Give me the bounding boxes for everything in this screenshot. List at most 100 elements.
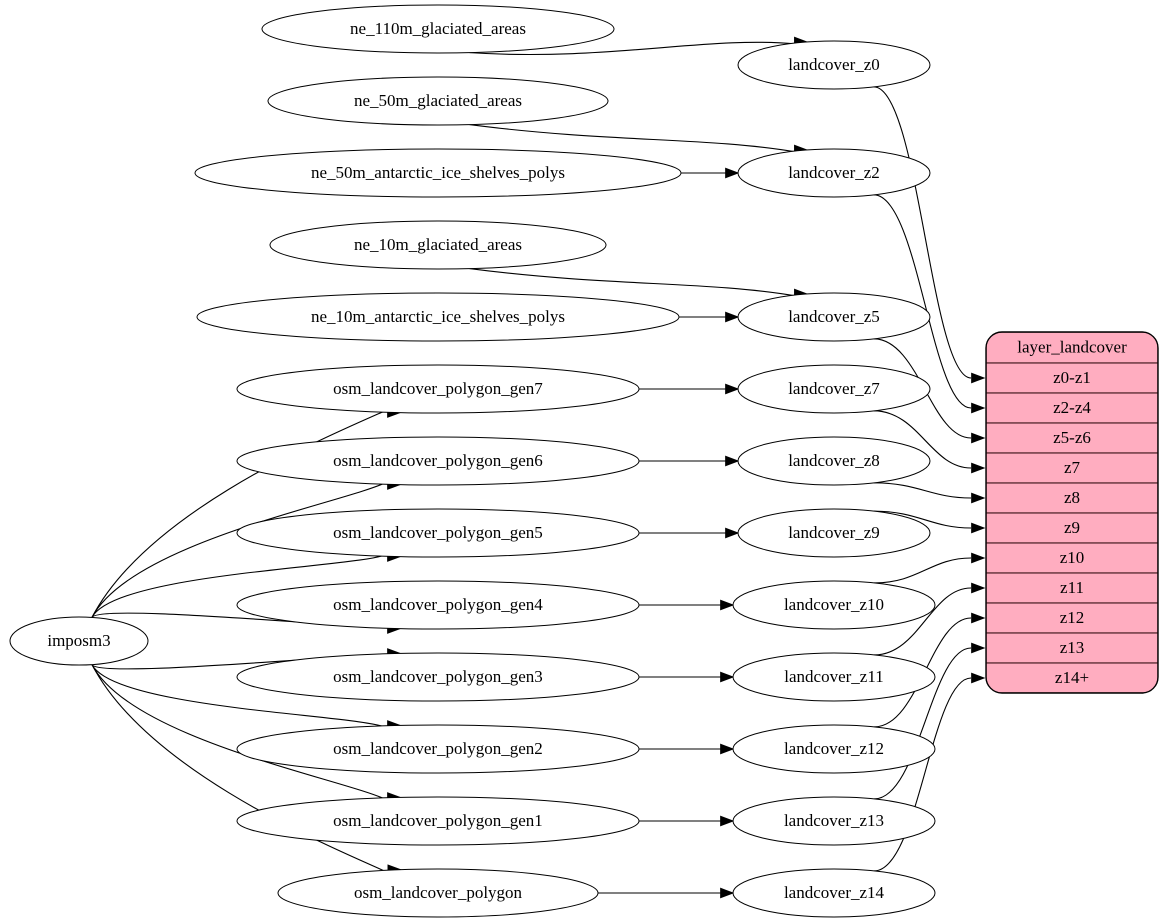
node-imposm3[interactable]: imposm3 xyxy=(9,616,149,666)
edge-landcover_z8-to-z8 xyxy=(873,482,972,499)
node-shape-landcover_z14 xyxy=(732,868,936,918)
node-ne_50m_glaciated_areas[interactable]: ne_50m_glaciated_areas xyxy=(267,76,609,126)
node-osm_landcover_polygon_gen1[interactable]: osm_landcover_polygon_gen1 xyxy=(236,796,640,846)
edge-ne_10m_antarctic_ice_shelves_polys-to-landcover_z5-arrowhead xyxy=(725,311,740,323)
edge-landcover_z12-to-z12-arrowhead xyxy=(971,612,986,624)
node-shape-osm_landcover_polygon_gen4 xyxy=(236,580,640,630)
node-label-osm_landcover_polygon_gen6: osm_landcover_polygon_gen6 xyxy=(333,451,543,470)
edge-osm_landcover_polygon_gen5-to-landcover_z9-arrowhead xyxy=(725,527,740,539)
node-ne_10m_antarctic_ice_shelves_polys[interactable]: ne_10m_antarctic_ice_shelves_polys xyxy=(196,292,680,342)
node-ne_50m_antarctic_ice_shelves_polys[interactable]: ne_50m_antarctic_ice_shelves_polys xyxy=(194,148,682,198)
node-osm_landcover_polygon_gen7[interactable]: osm_landcover_polygon_gen7 xyxy=(236,364,640,414)
edge-imposm3-to-osm_landcover_polygon_gen5 xyxy=(91,553,389,618)
node-landcover_z8[interactable]: landcover_z8 xyxy=(737,436,931,486)
table-row-label-z10: z10 xyxy=(1060,548,1085,567)
node-osm_landcover_polygon_gen4[interactable]: osm_landcover_polygon_gen4 xyxy=(236,580,640,630)
node-landcover_z11[interactable]: landcover_z11 xyxy=(732,652,936,702)
edge-landcover_z5-to-z5-z6-arrowhead xyxy=(971,432,986,444)
node-shape-ne_10m_glaciated_areas xyxy=(269,220,607,270)
node-ne_110m_glaciated_areas[interactable]: ne_110m_glaciated_areas xyxy=(261,4,615,54)
node-label-landcover_z13: landcover_z13 xyxy=(784,811,884,830)
node-osm_landcover_polygon_gen2[interactable]: osm_landcover_polygon_gen2 xyxy=(236,724,640,774)
node-label-landcover_z5: landcover_z5 xyxy=(788,307,880,326)
node-label-ne_50m_glaciated_areas: ne_50m_glaciated_areas xyxy=(354,91,522,110)
node-landcover_z7[interactable]: landcover_z7 xyxy=(737,364,931,414)
edge-osm_landcover_polygon-to-landcover_z14-arrowhead xyxy=(720,887,735,899)
node-label-ne_50m_antarctic_ice_shelves_polys: ne_50m_antarctic_ice_shelves_polys xyxy=(311,163,565,182)
node-shape-osm_landcover_polygon_gen1 xyxy=(236,796,640,846)
node-landcover_z14[interactable]: landcover_z14 xyxy=(732,868,936,918)
node-landcover_z12[interactable]: landcover_z12 xyxy=(732,724,936,774)
node-shape-osm_landcover_polygon_gen3 xyxy=(236,652,640,702)
edge-landcover_z14-to-z14+-arrowhead xyxy=(971,672,986,684)
node-label-osm_landcover_polygon_gen2: osm_landcover_polygon_gen2 xyxy=(333,739,543,758)
table-row-z7[interactable] xyxy=(986,452,1158,484)
node-osm_landcover_polygon_gen6[interactable]: osm_landcover_polygon_gen6 xyxy=(236,436,640,486)
node-shape-ne_50m_glaciated_areas xyxy=(267,76,609,126)
edge-imposm3-to-osm_landcover_polygon xyxy=(91,664,389,874)
edge-landcover_z11-to-z11-arrowhead xyxy=(971,582,986,594)
edge-landcover_z10-to-z10 xyxy=(874,557,972,584)
node-shape-landcover_z2 xyxy=(737,148,931,198)
table-row-z12[interactable] xyxy=(986,602,1158,634)
node-landcover_z2[interactable]: landcover_z2 xyxy=(737,148,931,198)
layer-landcover-table: layer_landcoverz0-z1z2-z4z5-z6z7z8z9z10z… xyxy=(985,331,1159,694)
edge-landcover_z2-to-z2-z4-arrowhead xyxy=(971,402,986,414)
edge-landcover_z9-to-z9-arrowhead xyxy=(971,522,986,534)
edge-landcover_z0-to-z0-z1-arrowhead xyxy=(971,372,986,384)
table-row-label-z11: z11 xyxy=(1060,578,1084,597)
node-label-landcover_z9: landcover_z9 xyxy=(788,523,880,542)
node-label-landcover_z8: landcover_z8 xyxy=(788,451,880,470)
edge-ne_10m_glaciated_areas-to-landcover_z5 xyxy=(469,268,797,297)
node-shape-osm_landcover_polygon_gen5 xyxy=(236,508,640,558)
table-row-label-z0-z1: z0-z1 xyxy=(1053,368,1091,387)
node-shape-osm_landcover_polygon_gen2 xyxy=(236,724,640,774)
node-shape-ne_110m_glaciated_areas xyxy=(261,4,615,54)
node-landcover_z9[interactable]: landcover_z9 xyxy=(737,508,931,558)
node-landcover_z13[interactable]: landcover_z13 xyxy=(732,796,936,846)
node-shape-osm_landcover_polygon xyxy=(277,868,599,918)
table-row-label-z9: z9 xyxy=(1064,518,1080,537)
edge-ne_110m_glaciated_areas-to-landcover_z0 xyxy=(469,41,796,56)
table-row-z9[interactable] xyxy=(986,512,1158,544)
node-ne_10m_glaciated_areas[interactable]: ne_10m_glaciated_areas xyxy=(269,220,607,270)
edge-osm_landcover_polygon_gen7-to-landcover_z7-arrowhead xyxy=(725,383,740,395)
node-shape-landcover_z0 xyxy=(737,40,931,90)
node-shape-landcover_z5 xyxy=(737,292,931,342)
node-label-osm_landcover_polygon_gen1: osm_landcover_polygon_gen1 xyxy=(333,811,543,830)
nodes-layer: imposm3 ne_110m_glaciated_areas ne_50m_gla… xyxy=(9,4,936,918)
table-row-z5-z6[interactable] xyxy=(986,422,1158,454)
node-label-osm_landcover_polygon: osm_landcover_polygon xyxy=(354,883,523,902)
node-landcover_z0[interactable]: landcover_z0 xyxy=(737,40,931,90)
table-row-z14+[interactable] xyxy=(986,662,1158,693)
node-label-osm_landcover_polygon_gen4: osm_landcover_polygon_gen4 xyxy=(333,595,543,614)
table-row-z13[interactable] xyxy=(986,632,1158,664)
edge-landcover_z7-to-z7 xyxy=(873,410,972,469)
node-osm_landcover_polygon_gen5[interactable]: osm_landcover_polygon_gen5 xyxy=(236,508,640,558)
edge-landcover_z8-to-z8-arrowhead xyxy=(971,492,986,504)
table-row-label-z14+: z14+ xyxy=(1055,668,1089,687)
node-label-imposm3: imposm3 xyxy=(47,631,110,650)
table-outline xyxy=(985,331,1159,694)
edge-landcover_z2-to-z2-z4 xyxy=(873,194,972,409)
node-label-landcover_z2: landcover_z2 xyxy=(788,163,880,182)
table-row-z2-z4[interactable] xyxy=(986,392,1158,424)
node-osm_landcover_polygon[interactable]: osm_landcover_polygon xyxy=(277,868,599,918)
node-label-landcover_z7: landcover_z7 xyxy=(788,379,880,398)
edge-landcover_z11-to-z11 xyxy=(874,587,972,656)
node-shape-osm_landcover_polygon_gen7 xyxy=(236,364,640,414)
edge-ne_50m_glaciated_areas-to-landcover_z2 xyxy=(469,124,797,153)
edge-osm_landcover_polygon_gen2-to-landcover_z12-arrowhead xyxy=(720,743,735,755)
node-label-landcover_z14: landcover_z14 xyxy=(784,883,885,902)
edge-osm_landcover_polygon_gen3-to-landcover_z11-arrowhead xyxy=(720,671,735,683)
node-landcover_z5[interactable]: landcover_z5 xyxy=(737,292,931,342)
node-shape-landcover_z7 xyxy=(737,364,931,414)
node-osm_landcover_polygon_gen3[interactable]: osm_landcover_polygon_gen3 xyxy=(236,652,640,702)
node-landcover_z10[interactable]: landcover_z10 xyxy=(732,580,936,630)
edge-osm_landcover_polygon_gen6-to-landcover_z8-arrowhead xyxy=(725,455,740,467)
table-row-z10[interactable] xyxy=(986,542,1158,574)
edge-ne_50m_antarctic_ice_shelves_polys-to-landcover_z2-arrowhead xyxy=(725,167,740,179)
edge-osm_landcover_polygon_gen4-to-landcover_z10-arrowhead xyxy=(720,599,735,611)
node-shape-imposm3 xyxy=(9,616,149,666)
